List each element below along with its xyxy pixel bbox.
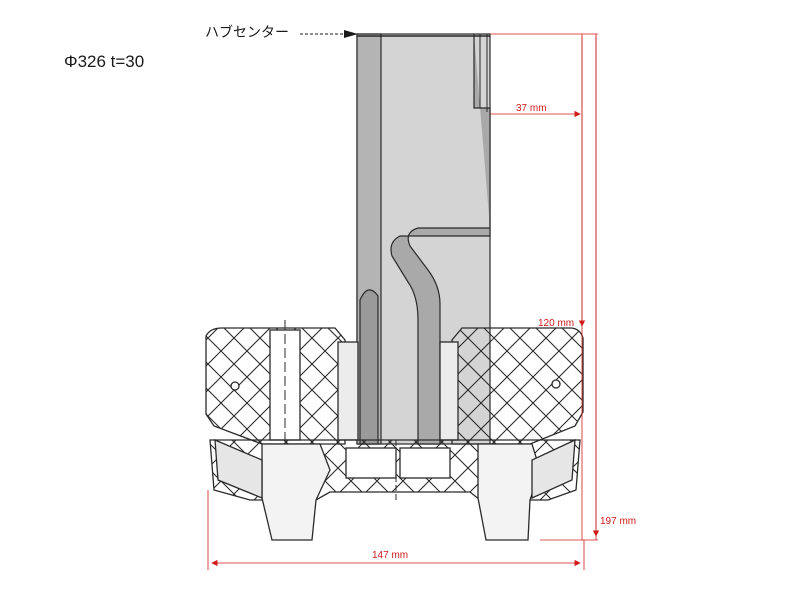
dimension-lines xyxy=(207,33,600,570)
hub-center-leader xyxy=(300,30,358,38)
height-120-dimension: 120 mm xyxy=(538,318,574,329)
rotor-spec-label: Φ326 t=30 xyxy=(64,52,145,71)
hub-center-label: ハブセンター xyxy=(205,25,289,41)
height-197-dimension: 197 mm xyxy=(600,516,636,527)
width-dimension: 147 mm xyxy=(372,550,408,561)
offset-dimension: 37 mm xyxy=(516,103,547,114)
caliper-body xyxy=(205,320,584,541)
